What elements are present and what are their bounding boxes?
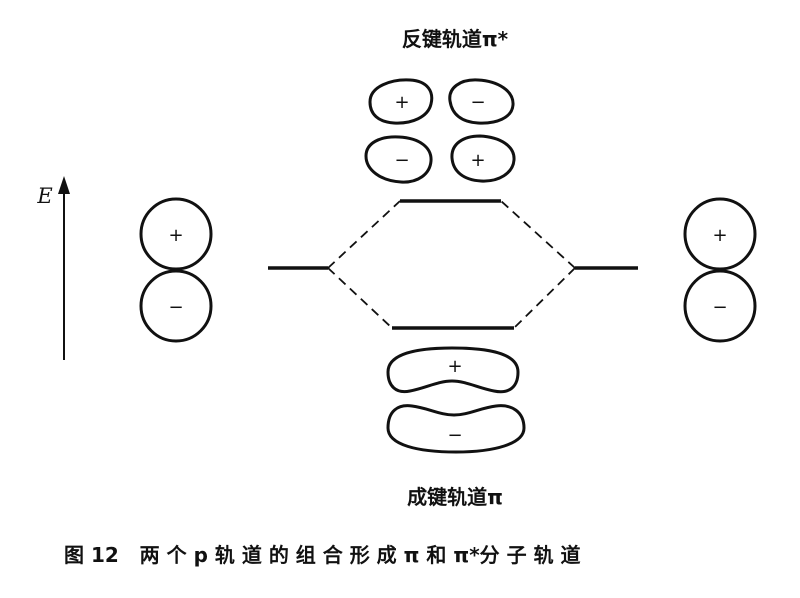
energy-axis-arrowhead (58, 176, 70, 194)
antibonding-lobe-top-left (368, 78, 434, 125)
left-p-orbital: + − (139, 197, 213, 343)
right-p-plus-sign: + (712, 225, 727, 246)
correlation-right-antibonding (500, 200, 576, 269)
bonding-minus-sign: − (447, 425, 462, 446)
left-p-plus-sign: + (168, 225, 183, 246)
antibonding-minus-top-right: − (470, 92, 485, 113)
antibonding-label: 反键轨道π* (402, 27, 509, 51)
left-p-orbital-upper-lobe (139, 197, 213, 271)
correlation-left-antibonding (327, 200, 401, 269)
left-p-minus-sign: − (168, 297, 183, 318)
antibonding-orbital-shape: + − − + (364, 78, 516, 184)
antibonding-lobe-bottom-left (364, 135, 433, 184)
bonding-lobe-upper (386, 346, 520, 394)
correlation-right-bonding (513, 267, 576, 329)
bonding-orbital-shape: + − (386, 346, 526, 454)
energy-axis-label: E (36, 184, 52, 208)
antibonding-minus-bottom-left: − (394, 150, 409, 171)
energy-axis: E (36, 176, 70, 360)
bonding-lobe-lower (386, 404, 526, 454)
bonding-label: 成键轨道π (407, 485, 503, 509)
bonding-plus-sign: + (447, 356, 462, 377)
antibonding-plus-bottom-right: + (470, 150, 485, 171)
right-p-orbital: + − (683, 197, 757, 343)
antibonding-plus-top-left: + (394, 92, 409, 113)
left-p-orbital-lower-lobe (139, 269, 213, 343)
right-p-orbital-upper-lobe (683, 197, 757, 271)
right-p-orbital-lower-lobe (683, 269, 757, 343)
correlation-left-bonding (327, 267, 393, 329)
antibonding-lobe-top-right (448, 78, 515, 125)
antibonding-lobe-bottom-right (450, 134, 516, 183)
right-p-minus-sign: − (712, 297, 727, 318)
figure-caption: 图 12 两 个 p 轨 道 的 组 合 形 成 π 和 π*分 子 轨 道 (64, 543, 581, 567)
